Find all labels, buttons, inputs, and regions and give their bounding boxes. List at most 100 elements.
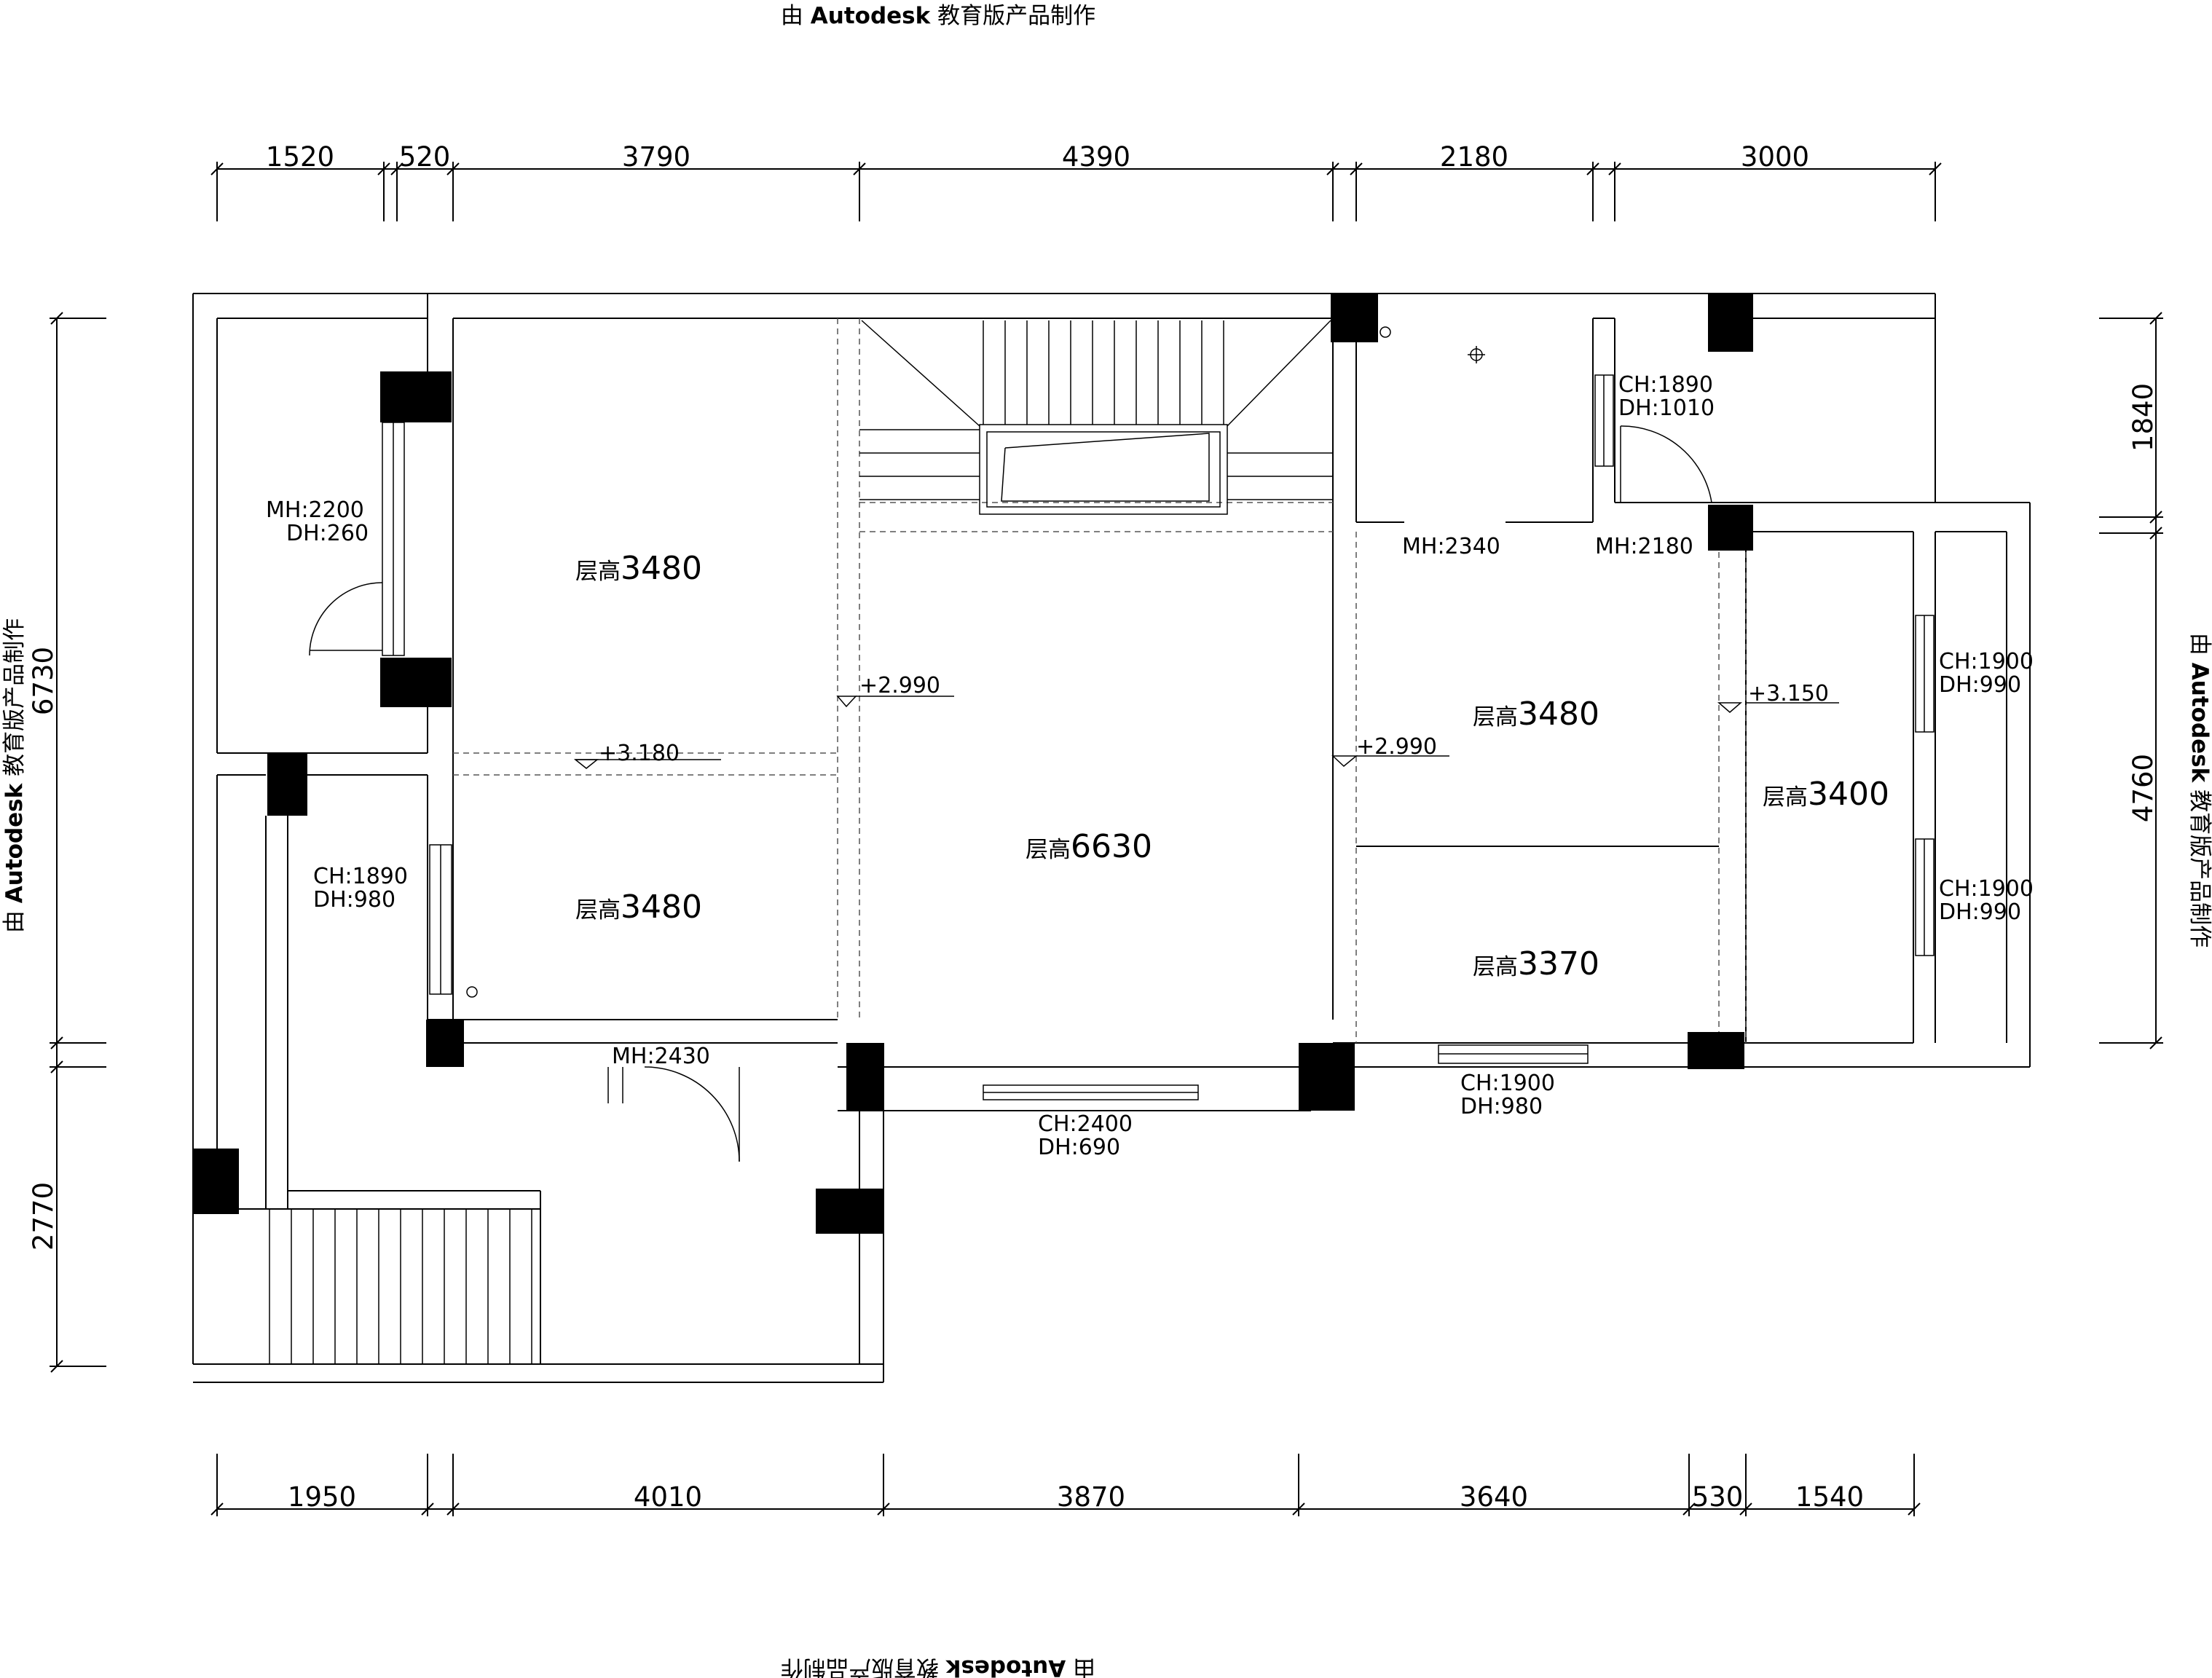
opening-label: MH:2340	[1402, 534, 1500, 559]
watermark-prefix: 由	[2187, 633, 2212, 663]
dim-top-1: 1520	[266, 141, 334, 173]
dimension-lines	[50, 162, 2163, 1516]
room-height-prefix: 层高	[575, 897, 621, 923]
dim-left-1: 6730	[28, 647, 59, 715]
room-height-value: 6630	[1071, 828, 1152, 865]
room-height-prefix: 层高	[1763, 784, 1808, 811]
room-height-value: 3370	[1518, 945, 1599, 982]
room-height-prefix: 层高	[1473, 954, 1518, 980]
opening-label: MH:2430	[612, 1044, 710, 1069]
watermark-prefix: 由	[1, 903, 28, 933]
level-label: +3.150	[1748, 681, 1829, 706]
level-markers	[573, 696, 1839, 769]
opening-dim: MH:2430	[612, 1044, 710, 1069]
room-height-prefix: 层高	[1026, 837, 1071, 863]
column	[1299, 1043, 1355, 1111]
column	[380, 658, 452, 707]
dim-top-2: 520	[399, 141, 451, 173]
room-height-label: 层高6630	[1026, 828, 1152, 865]
room-height-label: 层高3400	[1763, 776, 1889, 813]
dim-top-5: 2180	[1440, 141, 1508, 173]
column	[267, 753, 307, 816]
watermark-brand: Autodesk	[945, 1655, 1066, 1678]
room-height-label: 层高3370	[1473, 945, 1599, 982]
watermark-brand: Autodesk	[2187, 663, 2212, 784]
dim-top-6: 3000	[1741, 141, 1809, 173]
room-height-label: 层高3480	[1473, 696, 1599, 733]
level-label: +2.990	[1356, 734, 1437, 760]
room-height-value: 3480	[1518, 696, 1599, 733]
watermark-right: 由 Autodesk 教育版产品制作	[2187, 633, 2212, 948]
dim-bottom-4: 3640	[1460, 1481, 1528, 1513]
opening-dim: CH:2400	[1038, 1111, 1133, 1137]
dim-top-3: 3790	[622, 141, 690, 173]
opening-dim: MH:2340	[1402, 534, 1500, 559]
watermark-suffix: 教育版产品制作	[781, 1655, 946, 1678]
interior-staircase	[859, 320, 1333, 515]
dim-top-4: 4390	[1062, 141, 1130, 173]
watermark-left: 由 Autodesk 教育版产品制作	[1, 618, 28, 933]
dim-left-2: 2770	[28, 1182, 59, 1250]
watermark-top: 由 Autodesk 教育版产品制作	[781, 3, 1095, 29]
room-height-prefix: 层高	[575, 559, 621, 585]
dim-right-1: 1840	[2128, 383, 2159, 452]
column	[1331, 294, 1378, 342]
exterior-stairs	[269, 1209, 532, 1364]
opening-dim: DH:990	[1939, 672, 2021, 698]
dim-bottom-1: 1950	[288, 1481, 356, 1513]
room-height-prefix: 层高	[1473, 704, 1518, 730]
room-height-label: 层高3480	[575, 550, 702, 587]
opening-dim: MH:2200	[266, 497, 364, 523]
opening-label: MH:2180	[1595, 534, 1693, 559]
column	[1688, 1032, 1744, 1069]
walls	[192, 293, 2031, 1383]
opening-dim: CH:1900	[1460, 1071, 1555, 1096]
watermark-suffix: 教育版产品制作	[930, 3, 1095, 29]
room-height-value: 3400	[1808, 776, 1889, 813]
dim-bottom-3: 3870	[1057, 1481, 1125, 1513]
dashed-lines	[453, 318, 1747, 1043]
room-height-value: 3480	[621, 550, 702, 587]
watermark-suffix: 教育版产品制作	[2187, 782, 2212, 948]
opening-dim: DH:1010	[1618, 395, 1715, 421]
column	[846, 1043, 884, 1111]
level-label: +2.990	[859, 673, 940, 698]
room-height-label: 层高3480	[575, 889, 702, 926]
room-height-value: 3480	[621, 889, 702, 926]
dim-bottom-5: 530	[1692, 1481, 1744, 1513]
dim-right-2: 4760	[2128, 754, 2159, 822]
windows	[382, 374, 1934, 1100]
column	[193, 1149, 239, 1214]
opening-dim: CH:1900	[1939, 649, 2034, 674]
doors	[309, 326, 1712, 1162]
dim-bottom-6: 1540	[1795, 1481, 1864, 1513]
opening-dim: DH:260	[286, 521, 369, 546]
opening-dim: MH:2180	[1595, 534, 1693, 559]
column	[426, 1020, 464, 1067]
watermark-bottom: 由 Autodesk 教育版产品制作	[781, 1655, 1095, 1678]
opening-dim: CH:1890	[1618, 372, 1713, 398]
dim-bottom-2: 4010	[634, 1481, 702, 1513]
opening-dim: DH:980	[313, 887, 395, 913]
column	[1708, 505, 1753, 551]
watermark-prefix: 由	[781, 3, 811, 29]
dimension-ticks	[50, 162, 2162, 1516]
column	[1708, 294, 1753, 352]
watermark-brand: Autodesk	[811, 3, 932, 29]
level-label: +3.180	[599, 741, 680, 766]
opening-dim: DH:990	[1939, 899, 2021, 925]
column	[380, 371, 452, 422]
watermark-brand: Autodesk	[1, 782, 28, 903]
opening-dim: CH:1900	[1939, 876, 2034, 902]
column	[816, 1189, 883, 1234]
opening-dim: DH:980	[1460, 1094, 1543, 1119]
opening-dim: CH:1890	[313, 864, 408, 889]
structural-columns	[193, 294, 1753, 1234]
